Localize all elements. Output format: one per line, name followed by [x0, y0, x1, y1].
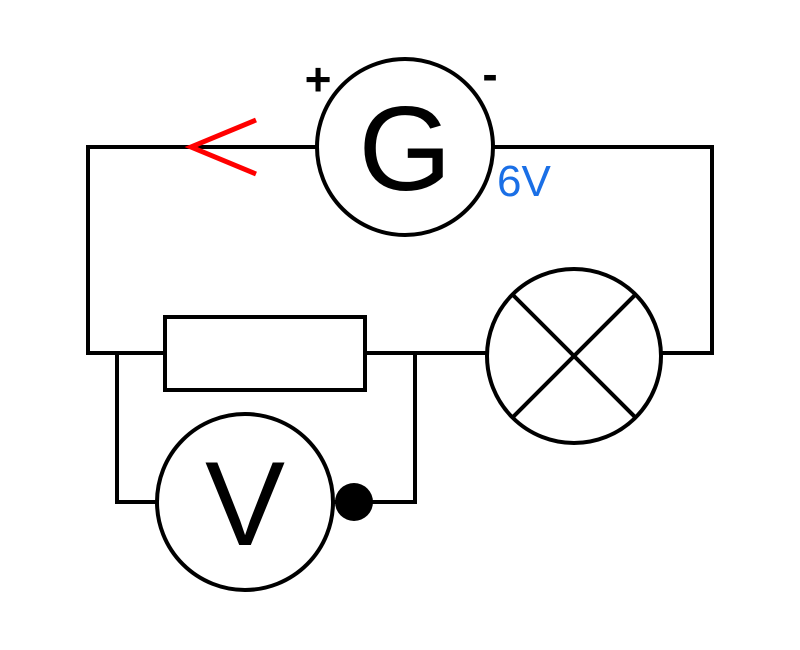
arrow-left-icon [184, 117, 257, 177]
dot-icon [335, 483, 373, 521]
generator-letter: G [358, 82, 451, 216]
voltmeter-symbol [155, 412, 335, 592]
voltmeter: V [155, 412, 335, 592]
generator: G [315, 57, 495, 237]
generator-symbol [315, 57, 495, 237]
wire-top-left [86, 145, 320, 355]
generator-plus-sign: + [305, 53, 332, 105]
resistor [163, 315, 367, 392]
lamp-cross-icon [485, 267, 663, 445]
voltmeter-letter: V [205, 437, 285, 571]
wire-voltmeter-left [115, 351, 158, 504]
generator-voltage-label: 6V [497, 157, 551, 206]
wire-top-right [491, 145, 714, 355]
generator-minus-sign: - [482, 48, 497, 100]
